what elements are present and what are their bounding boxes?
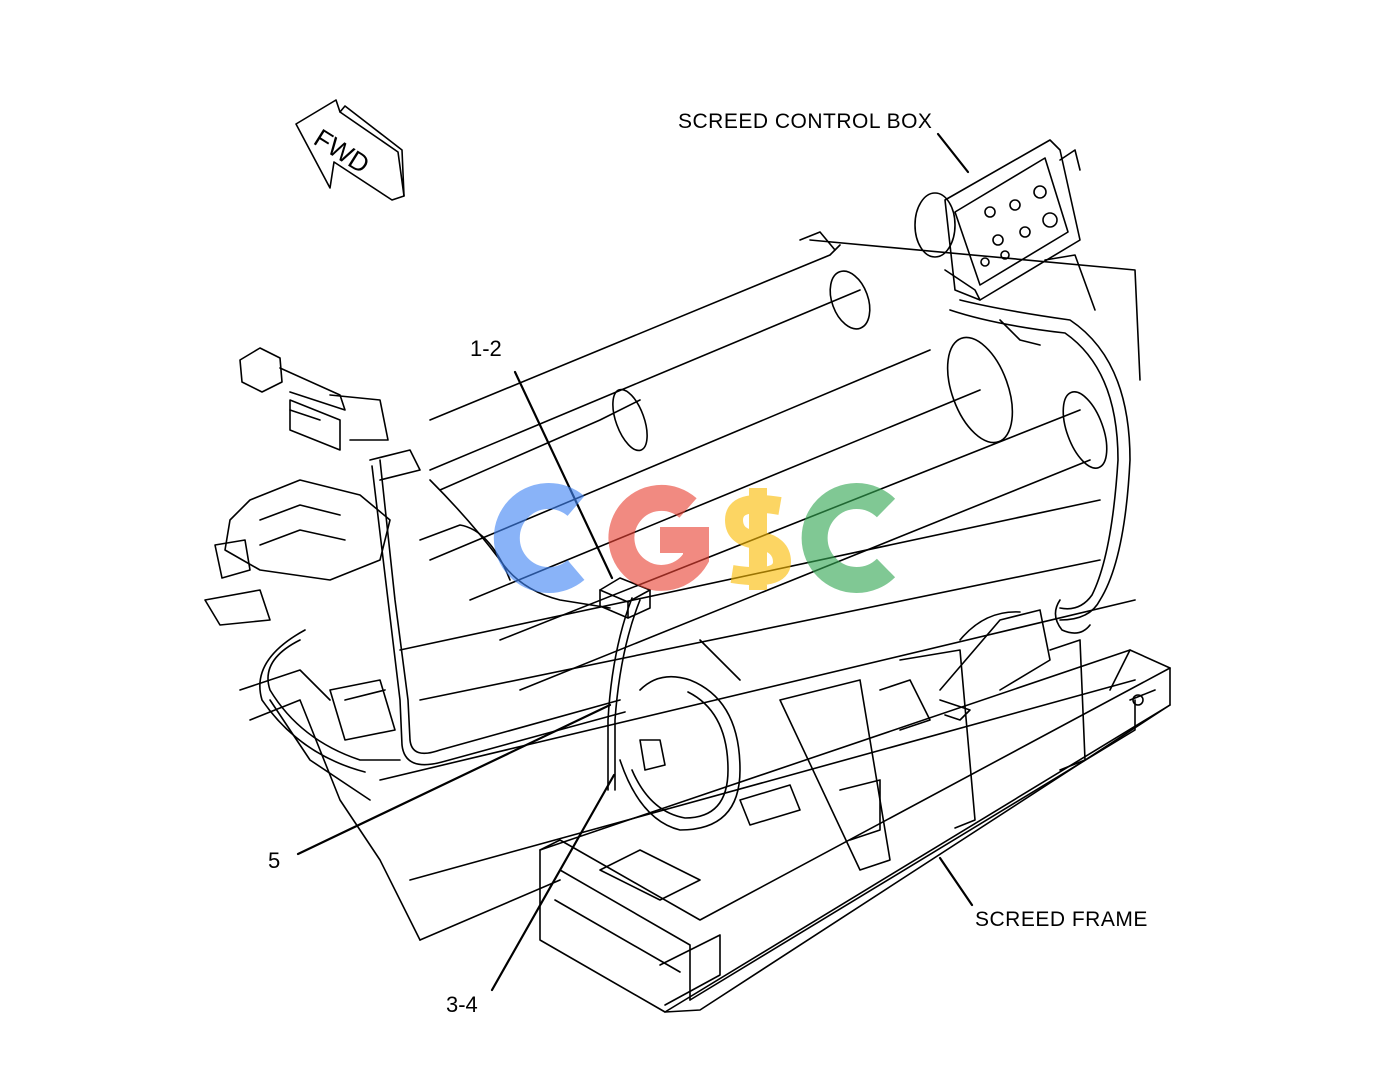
leader-lines: [296, 132, 974, 992]
leader-line-3-4: [490, 773, 616, 992]
watermark-letter-c1: [493, 483, 585, 593]
screed-cylinders: [249, 231, 1141, 941]
label-screed-control-box: SCREED CONTROL BOX: [678, 110, 933, 133]
leader-line-1-2: [513, 370, 614, 580]
screed-frame-members: [739, 609, 1086, 871]
connector-1-2: [599, 577, 651, 619]
leader-line-frame: [938, 856, 974, 907]
valve-assembly: [204, 347, 421, 801]
watermark-letter-s: [724, 488, 792, 590]
forward-arrow-icon: [295, 99, 405, 201]
callout-5: 5: [268, 848, 281, 873]
callout-1-2: 1-2: [470, 336, 502, 361]
watermark-letter-c2: [801, 483, 896, 593]
leader-line-5: [296, 703, 612, 856]
screed-frame-outline: [539, 649, 1171, 1013]
watermark-letter-g: [608, 484, 709, 591]
screed-control-box: [914, 139, 1096, 346]
callout-3-4: 3-4: [446, 992, 478, 1017]
label-screed-frame: SCREED FRAME: [975, 908, 1148, 931]
leader-line-control-box: [936, 132, 970, 174]
watermark-logo: [488, 478, 908, 598]
